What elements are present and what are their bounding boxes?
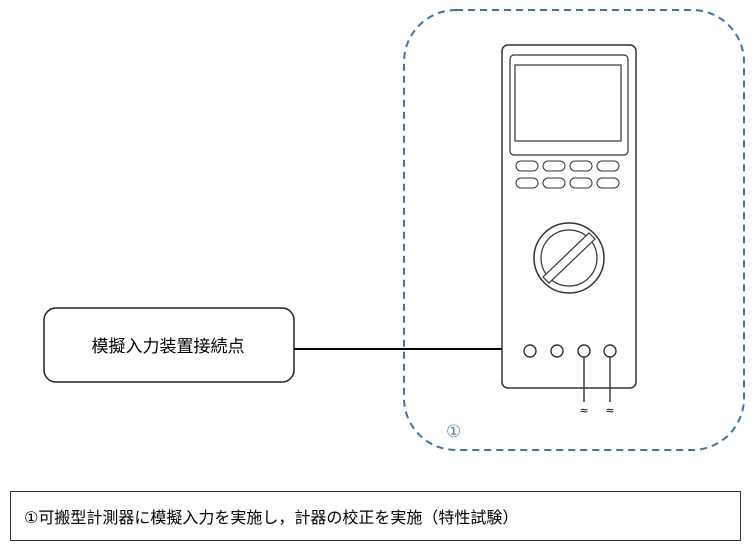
meter-button: [542, 177, 566, 189]
terminal-jack: [603, 344, 617, 358]
input-device-box: [43, 307, 295, 383]
meter-button: [569, 160, 593, 172]
meter-button: [515, 177, 539, 189]
input-device-label: 模擬入力装置接続点: [92, 337, 245, 357]
meter-button: [515, 160, 539, 172]
multimeter-icon: ≈ ≈: [501, 44, 637, 417]
terminal-jack: [577, 344, 591, 358]
meter-button: [596, 177, 620, 189]
diagram-canvas: ① 模擬入力装置接続点 ≈ ≈: [43, 9, 745, 451]
meter-button: [542, 160, 566, 172]
probe-break-symbol: ≈: [579, 404, 588, 417]
terminal-jack: [523, 344, 537, 358]
region-marker: ①: [446, 422, 461, 442]
multimeter-screen: [514, 64, 622, 142]
meter-button: [596, 160, 620, 172]
dial-pointer: [542, 232, 596, 284]
probe-break-symbol: ≈: [605, 404, 614, 417]
caption-text: ①可搬型計測器に模擬入力を実施し，計器の校正を実施（特性試験）: [24, 508, 519, 527]
dashed-region-border: [403, 9, 745, 451]
caption-box: ①可搬型計測器に模擬入力を実施し，計器の校正を実施（特性試験）: [10, 491, 741, 541]
terminal-jack: [550, 344, 564, 358]
meter-button: [569, 177, 593, 189]
